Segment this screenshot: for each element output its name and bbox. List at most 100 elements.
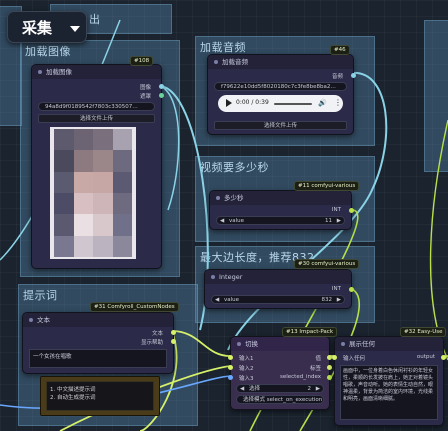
collapse-dot-icon[interactable] [211,275,215,279]
node-seconds[interactable]: 多少秒 INT ◀ value 11 ▶ [209,190,354,230]
input-1-socket[interactable] [228,355,233,360]
node-integer-header[interactable]: Integer [205,270,351,284]
group-partial-right[interactable] [424,20,448,172]
output-socket[interactable] [441,355,446,360]
note-line-2: 2. 自动生成提示词 [50,395,96,401]
note-textarea[interactable]: 1. 中文描述提示词 2. 自动生成提示词 [46,381,154,411]
output-text-label: 文本 [151,331,163,337]
output-value-label: 值 [315,356,321,362]
output-selected-socket[interactable] [327,375,332,380]
node-display-any[interactable]: 展示任何 输入任何 output 画面中，一位身着白色休闲衬衫的年轻女性，柔顺的… [332,336,446,426]
more-options-icon[interactable]: ⋮ [334,98,342,107]
widget-value: 11 [325,218,332,224]
workflow-selector-label: 采集 [22,19,53,37]
node-integer-badge: #30 comfyui-various [294,259,360,269]
node-text-header[interactable]: 文本 [23,313,173,327]
workflow-selector-button[interactable]: 采集 [7,11,87,43]
node-seconds-badge: #11 comfyui-various [294,181,360,191]
text-content: 一个女孩在唱歌 [33,354,72,360]
output-value-socket[interactable] [327,355,332,360]
group-video-seconds-title: 视频要多少秒 [200,161,269,174]
note-node[interactable]: 1. 中文描述提示词 2. 自动生成提示词 [40,376,160,416]
increment-arrow-icon[interactable]: ▶ [336,218,341,224]
output-label-label: 标签 [309,366,321,372]
output-audio-label: 音频 [331,74,343,80]
select-mode-widget[interactable]: 选择模式 select_on_execution [236,395,324,404]
audio-file-select[interactable]: f79622e10dd5f8020180c7c3fe8be8ba2… [214,82,347,91]
node-load-audio[interactable]: 加载音频 音频 f79622e10dd5f8020180c7c3fe8be8ba… [207,54,356,135]
display-text: 画面中，一位身着白色休闲衬衫的年轻女性，柔顺的长发披在肩上，她正对着镜头唱歌，声… [343,368,434,402]
collapse-dot-icon[interactable] [38,70,42,74]
group-prompt-title: 提示词 [23,289,58,302]
node-load-audio-header[interactable]: 加载音频 [208,55,353,69]
input-2-label: 输入2 [239,366,254,372]
chevron-down-icon [70,26,80,32]
decrement-arrow-icon[interactable]: ◀ [215,297,220,303]
node-load-image-header[interactable]: 加载图像 [32,65,161,79]
node-load-image[interactable]: 加载图像 图像 遮罩 94a8d9f0189542f7803c330507… 选… [31,64,164,269]
collapse-dot-icon[interactable] [214,60,218,64]
group-load-audio-title: 加载音频 [200,41,246,54]
widget-label: 选择 [249,386,261,392]
collapse-dot-icon[interactable] [237,342,241,346]
image-file-select[interactable]: 94a8d9f0189542f7803c330507… [38,102,155,111]
output-int-socket[interactable] [349,287,354,292]
decrement-arrow-icon[interactable]: ◀ [240,386,245,392]
audio-upload-button[interactable]: 选择文件上传 [214,121,347,130]
note-line-1: 1. 中文描述提示词 [50,387,96,393]
input-1-label: 输入1 [239,356,254,362]
node-switch-badge: #13 Impact-Pack [282,327,338,337]
output-audio-socket[interactable] [351,73,356,78]
input-3-socket[interactable] [228,375,233,380]
collapse-dot-icon[interactable] [216,196,220,200]
volume-icon[interactable]: 🔊 [318,99,327,107]
node-display-header[interactable]: 展示任何 [335,337,443,351]
node-title: 加载图像 [46,68,72,76]
collapse-dot-icon[interactable] [341,342,345,346]
node-switch[interactable]: 切换 输入1 输入2 输入3 值 标签 selected_index ◀ 选择 … [228,336,332,410]
output-mask-socket[interactable] [159,93,164,98]
node-display-badge: #32 Easy-Use [400,327,447,337]
node-title: 切换 [245,340,258,348]
widget-value: 2 [307,386,312,392]
output-int-label: INT [331,286,341,292]
node-text[interactable]: 文本 文本 显示帮助 一个女孩在唱歌 [22,312,176,374]
image-preview-pixelated [54,129,132,257]
node-title: 展示任何 [349,340,375,348]
node-integer[interactable]: Integer INT ◀ value 832 ▶ [204,269,354,309]
node-title: 文本 [37,316,50,324]
output-label-socket[interactable] [327,365,332,370]
input-2-socket[interactable] [228,365,233,370]
output-text-socket[interactable] [171,330,176,335]
output-int-label: INT [331,207,341,213]
play-icon[interactable] [226,99,232,107]
audio-time: 0:00 / 0:39 [236,99,269,106]
output-label: output [416,354,435,360]
image-preview [50,127,136,259]
integer-value-widget[interactable]: ◀ value 832 ▶ [211,295,345,304]
audio-seek-bar[interactable] [274,103,312,105]
seconds-value-widget[interactable]: ◀ value 11 ▶ [216,216,345,225]
output-help-socket[interactable] [171,339,176,344]
output-image-socket[interactable] [159,84,164,89]
node-switch-header[interactable]: 切换 [231,337,329,351]
increment-arrow-icon[interactable]: ▶ [315,386,320,392]
text-content-textarea[interactable]: 一个女孩在唱歌 [29,349,167,368]
node-seconds-header[interactable]: 多少秒 [210,191,351,205]
image-upload-button[interactable]: 选择文件上传 [38,114,155,123]
group-load-image-title: 加载图像 [25,45,71,58]
node-text-badge: #31 Comfyroll_CustomNodes [90,302,179,312]
collapse-dot-icon[interactable] [29,318,33,322]
audio-player[interactable]: 0:00 / 0:39 🔊 ⋮ [218,95,343,112]
select-widget[interactable]: ◀ 选择 2 ▶ [236,384,324,393]
input-3-label: 输入3 [239,376,254,382]
decrement-arrow-icon[interactable]: ◀ [220,218,225,224]
node-load-audio-badge: #46 [330,45,350,55]
output-image-label: 图像 [139,85,151,91]
input-any-socket[interactable] [332,355,337,360]
output-int-socket[interactable] [349,208,354,213]
output-selected-label: selected_index [279,374,321,380]
display-text-area[interactable]: 画面中，一位身着白色休闲衬衫的年轻女性，柔顺的长发披在肩上，她正对着镜头唱歌，声… [340,365,438,420]
increment-arrow-icon[interactable]: ▶ [336,297,341,303]
